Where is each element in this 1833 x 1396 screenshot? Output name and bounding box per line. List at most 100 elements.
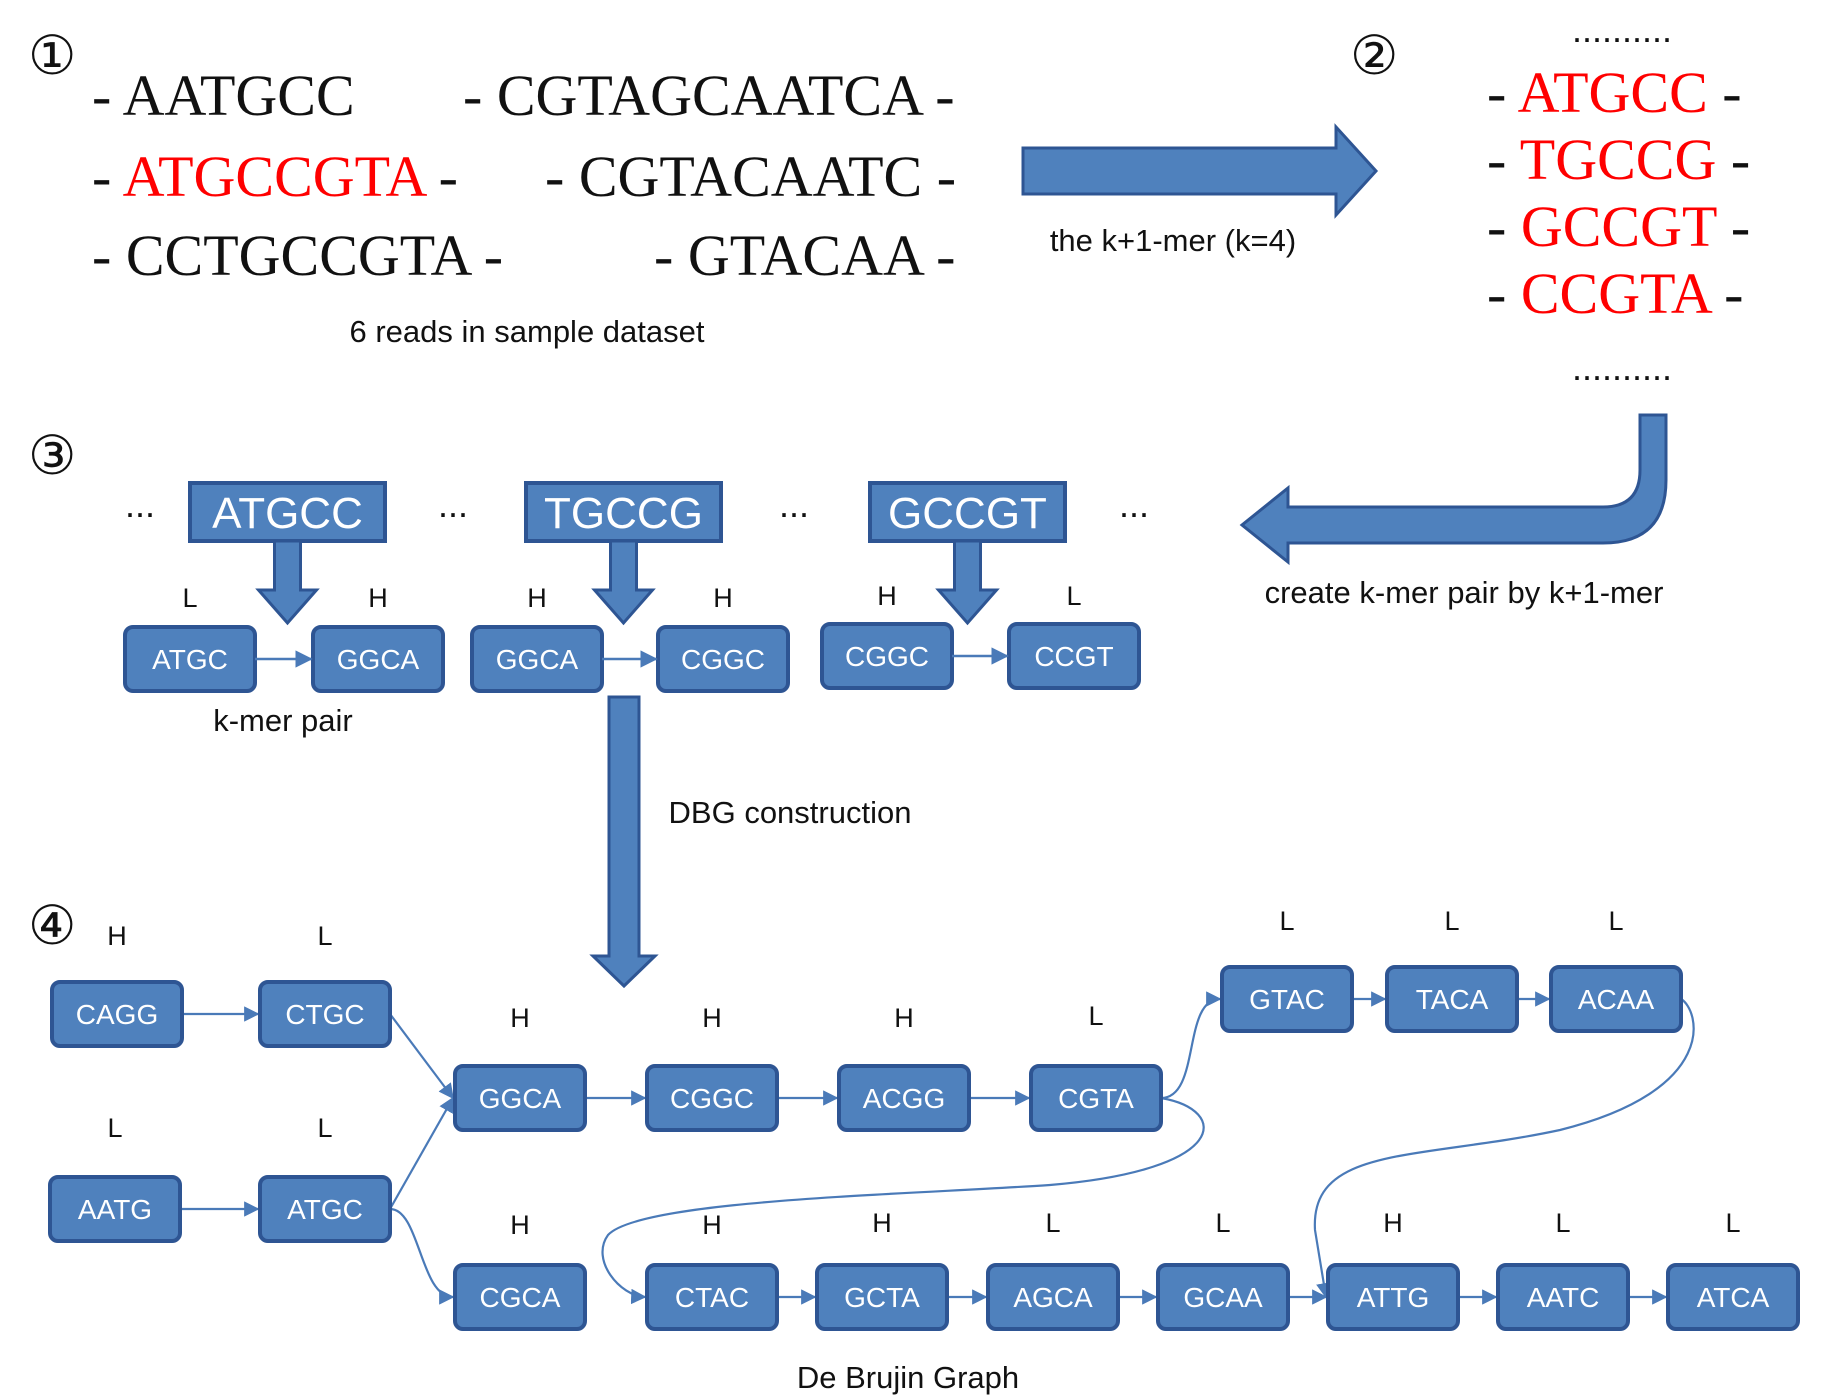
read-5: - CCTGCCGTA - [92, 223, 503, 288]
dots-top: .......... [1572, 9, 1672, 50]
dbg-node-tag: H [894, 1003, 914, 1033]
dbg-node-label: GCTA [844, 1282, 920, 1313]
reads-caption: 6 reads in sample dataset [350, 314, 705, 349]
dbg-node-label: CAGG [76, 999, 158, 1030]
kplus1-mer-label: ATGCC [212, 489, 363, 538]
kmer-node-right [311, 625, 445, 693]
dbg-node-label: TACA [1416, 984, 1489, 1015]
dbg-node-label: CTAC [675, 1282, 749, 1313]
kplus1-mer-box [868, 481, 1067, 543]
kmer-tag: L [1066, 581, 1081, 611]
dbg-node-box [645, 1263, 779, 1331]
read-2: - CGTAGCAATCA - [463, 63, 955, 128]
dbg-node: CAGG H [50, 921, 184, 1048]
dbg-node: CGTA L [1029, 1001, 1163, 1132]
dbg-node-label: AATC [1527, 1282, 1600, 1313]
dbg-node-box [815, 1263, 949, 1331]
kmer-tag: H [877, 581, 897, 611]
dbg-node-box [1029, 1064, 1163, 1132]
dbg-node-label: CGGC [670, 1083, 754, 1114]
kplus1-mer-label: GCCGT [888, 489, 1047, 538]
kplus1-mer-1: - ATGCC - [1487, 60, 1742, 125]
dbg-node: CTAC H [645, 1210, 779, 1331]
kmer-node-label: CGGC [845, 641, 929, 672]
step-2-marker: ② [1350, 24, 1398, 87]
dbg-edge [601, 1096, 1205, 1305]
dbg-node-box [1326, 1263, 1460, 1331]
dbg-node: ATTG H [1326, 1208, 1460, 1331]
arrow-dbg-construction-icon [589, 695, 659, 989]
kmer-tag: H [713, 583, 733, 613]
dbg-node: ACGG H [837, 1003, 971, 1132]
dbg-node-tag: H [510, 1210, 530, 1240]
dbg-node-tag: H [107, 921, 127, 951]
kmer-tag: H [527, 583, 547, 613]
dbg-node-box [258, 1175, 392, 1243]
arrow-create-pair-label: create k-mer pair by k+1-mer [1265, 575, 1664, 610]
kplus1-mer-4: - CCGTA - [1487, 261, 1743, 326]
dbg-node-box [1220, 965, 1354, 1033]
dbg-node-label: AATG [78, 1194, 152, 1225]
dbg-node-box [50, 980, 184, 1048]
dbg-node-tag: L [317, 921, 332, 951]
read-3: - ATGCCGTA - [92, 144, 458, 209]
dbg-node-label: ATCA [1697, 1282, 1770, 1313]
arrow-create-pair-icon [1239, 413, 1668, 566]
dbg-node-box [1666, 1263, 1800, 1331]
dbg-node-tag: L [1725, 1208, 1740, 1238]
dbg-node-tag: L [1215, 1208, 1230, 1238]
dbg-node: CTGC L [258, 921, 392, 1048]
dbg-node-box [837, 1064, 971, 1132]
dbg-node-label: CTGC [285, 999, 364, 1030]
kplus1-mer-box [524, 481, 723, 543]
ellipsis-4: ... [1119, 484, 1149, 525]
down-arrow-icon [591, 539, 656, 626]
dbg-node-label: GTAC [1249, 984, 1325, 1015]
dbg-caption: De Brujin Graph [797, 1360, 1019, 1395]
dbg-node-label: ACGG [863, 1083, 945, 1114]
step-4-marker: ④ [28, 894, 76, 957]
step-3-marker: ③ [28, 424, 76, 487]
kmer-node-right [1007, 622, 1141, 690]
kplus1-mer-label: TGCCG [544, 489, 703, 538]
dbg-node-box [48, 1175, 182, 1243]
dbg-node: GCAA L [1156, 1208, 1290, 1331]
dbg-node-tag: L [1045, 1208, 1060, 1238]
down-arrow-icon [255, 539, 320, 626]
dbg-node-box [453, 1263, 587, 1331]
dbg-node-box [1156, 1263, 1290, 1331]
dbg-node-tag: H [702, 1210, 722, 1240]
dbg-node-box [258, 980, 392, 1048]
step-1-marker: ① [28, 24, 76, 87]
dbg-node-label: GCAA [1183, 1282, 1263, 1313]
dbg-node-label: AGCA [1013, 1282, 1093, 1313]
ellipsis-1: ... [125, 484, 155, 525]
dbg-edges [180, 991, 1695, 1305]
dbg-node-tag: L [1088, 1001, 1103, 1031]
read-6: - GTACAA - [654, 223, 955, 288]
kplus1-mer-list: - ATGCC - - TGCCG - - GCCGT - - CCGTA - [1487, 60, 1750, 326]
kmer-pair-groups: ATGCCATGCLGGCAHTGCCGGGCAHCGGCHGCCGTCGGCH… [123, 481, 1141, 693]
arrow-kplus1-label: the k+1-mer (k=4) [1050, 223, 1296, 258]
dbg-node-label: CGTA [1058, 1083, 1134, 1114]
ellipsis-2: ... [438, 484, 468, 525]
read-4: - CGTACAATC - [545, 144, 956, 209]
dbg-node-label: ATTG [1357, 1282, 1430, 1313]
dbg-node-tag: H [1383, 1208, 1403, 1238]
dbg-node-tag: L [1608, 906, 1623, 936]
dbg-node-box [1496, 1263, 1630, 1331]
dbg-edge [1160, 991, 1222, 1100]
down-arrow-icon [935, 539, 1000, 626]
kmer-node-label: ATGC [152, 644, 228, 675]
